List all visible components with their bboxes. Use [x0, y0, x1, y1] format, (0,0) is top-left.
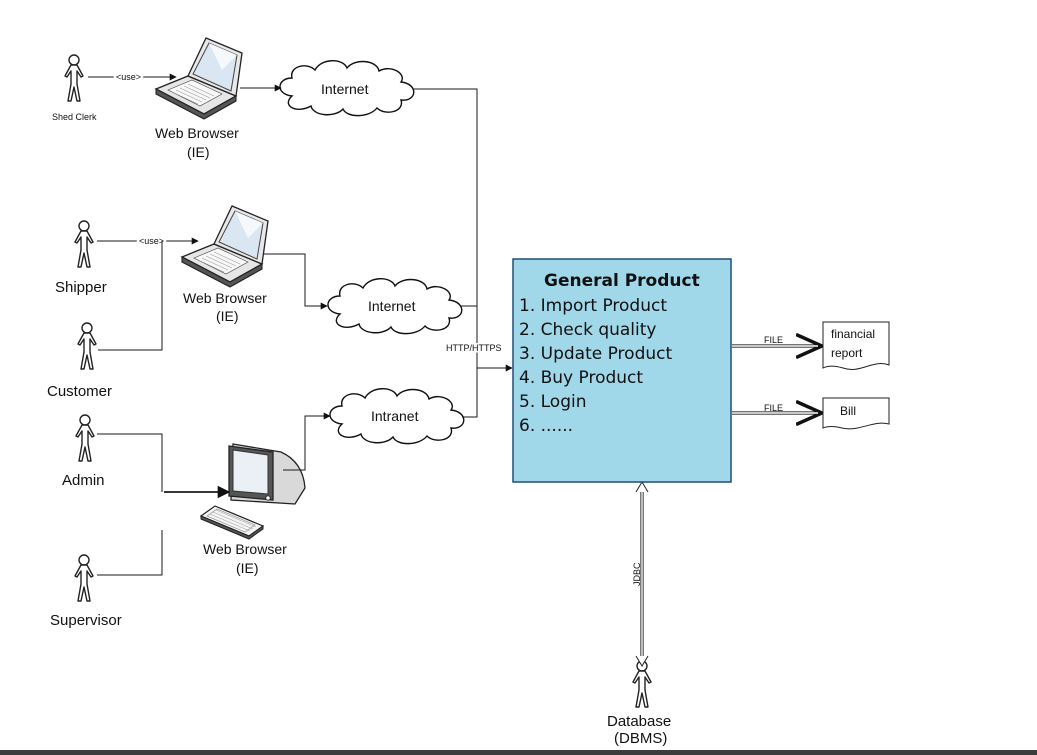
edge-desktop-intranet — [283, 412, 331, 471]
actor-label-shipper: Shipper — [55, 279, 107, 296]
edge-intranet-system — [462, 368, 478, 418]
doc-label-report: report — [831, 346, 863, 360]
system-function-item: 4. Buy Product — [519, 368, 643, 388]
edge-label-http: HTTP/HTTPS — [446, 343, 502, 353]
document-bill: Bill — [822, 397, 890, 430]
browser-mid-label: Web Browser — [183, 290, 267, 306]
actor-label-dbms: (DBMS) — [614, 730, 667, 747]
arrowhead-down — [635, 655, 649, 667]
system-function-item: 6. ...... — [519, 416, 573, 436]
actor-label-admin: Admin — [62, 472, 105, 489]
system-box — [512, 258, 732, 483]
cloud-internet-mid: Internet — [327, 278, 463, 335]
web-browser-mid: Web Browser (IE) — [181, 205, 269, 324]
bottom-border — [0, 750, 1037, 755]
system-title: General Product — [544, 271, 700, 291]
actor-supervisor: Supervisor — [50, 554, 122, 629]
system-function-item: 1. Import Product — [519, 296, 667, 316]
system-function-item: 5. Login — [519, 392, 587, 412]
arrowhead-up — [635, 481, 649, 493]
edge-customer-browser — [98, 241, 163, 351]
cloud-label-intranet: Intranet — [371, 408, 419, 424]
edge-label-use-mid: <use> — [139, 236, 164, 246]
browser-bottom-sublabel: (IE) — [236, 560, 259, 576]
laptop-icon — [181, 205, 269, 288]
edge-label-file-bottom: FILE — [764, 403, 783, 413]
doc-label-financial: financial — [831, 327, 875, 341]
system-function-item: 2. Check quality — [519, 320, 656, 340]
edge-label-use-top: <use> — [116, 72, 141, 82]
edge-browser-internet-mid — [264, 253, 328, 310]
actor-shipper: Shipper — [55, 220, 107, 296]
browser-top-label: Web Browser — [155, 125, 239, 141]
doc-label-bill: Bill — [840, 404, 856, 418]
cloud-internet-top: Internet — [279, 60, 415, 117]
browser-bottom-label: Web Browser — [203, 541, 287, 557]
browser-top-sublabel: (IE) — [187, 144, 210, 160]
edge-supervisor-browser — [97, 530, 163, 576]
browser-mid-sublabel: (IE) — [216, 308, 239, 324]
web-browser-top: Web Browser (IE) — [155, 37, 243, 160]
cloud-label-internet-mid: Internet — [368, 298, 416, 314]
system-function-list: 1. Import Product 2. Check quality 3. Upda… — [519, 296, 672, 436]
actor-label-database: Database — [607, 713, 671, 730]
document-financial-report: financial report — [822, 321, 890, 370]
connectors: <use> <use> HTTP/HTTPS FILE FILE — [88, 71, 822, 667]
edge-label-file-top: FILE — [764, 335, 783, 345]
actor-label-customer: Customer — [47, 383, 112, 400]
actor-admin: Admin — [62, 414, 105, 489]
general-product-system: General Product 1. Import Product 2. Chec… — [512, 258, 732, 483]
actor-shed-clerk: Shed Clerk — [52, 54, 97, 122]
web-browser-bottom: Web Browser (IE) — [200, 443, 306, 576]
document-icon — [822, 397, 890, 430]
system-function-item: 3. Update Product — [519, 344, 672, 364]
edge-label-jdbc: JDBC — [632, 562, 642, 586]
actor-label-supervisor: Supervisor — [50, 612, 122, 629]
cloud-intranet: Intranet — [329, 388, 465, 445]
actor-customer: Customer — [47, 322, 112, 400]
actor-database: Database (DBMS) — [607, 660, 671, 747]
cloud-label-internet-top: Internet — [321, 81, 369, 97]
edge-admin-browser — [97, 433, 163, 492]
laptop-icon — [155, 37, 243, 120]
edge-internet-top-system — [413, 88, 478, 368]
actor-label-shed-clerk: Shed Clerk — [52, 112, 97, 122]
